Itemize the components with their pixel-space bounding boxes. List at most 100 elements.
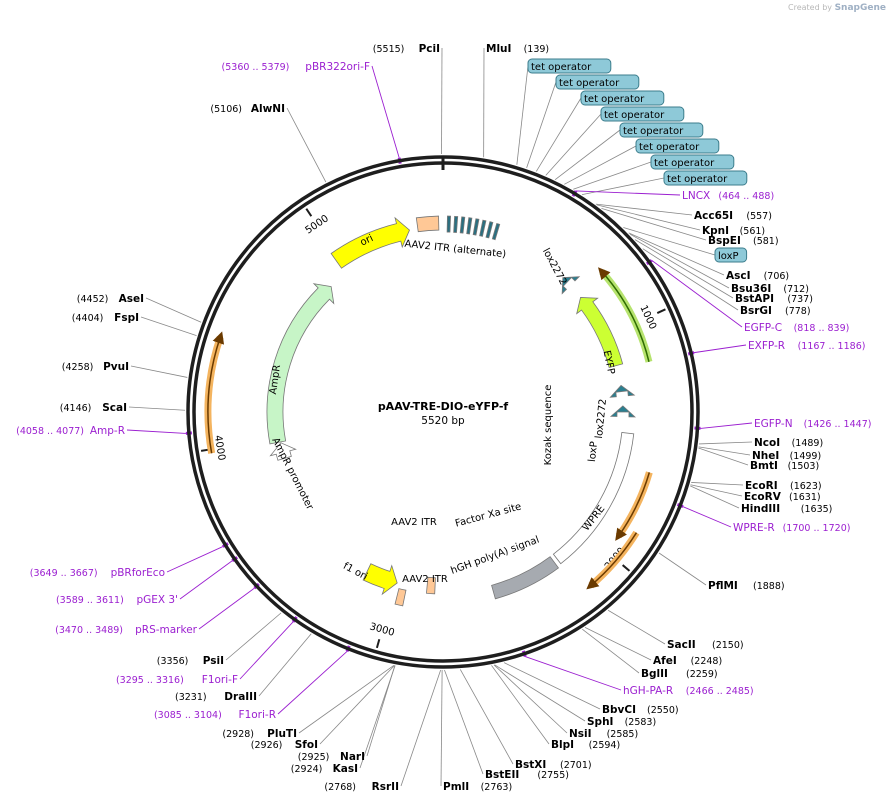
tet-operator-block [459,216,466,234]
site-pflmi[interactable]: PflMI(1888) [708,580,785,592]
site-bsu36i[interactable]: Bsu36I(712) [731,283,809,295]
primer-pbrforeco[interactable]: pBRforEco(3649 .. 3667) [30,567,165,579]
site-leader [145,297,202,323]
site-sacii[interactable]: SacII(2150) [667,639,744,651]
primer-hgh-pa-r[interactable]: hGH-PA-R(2466 .. 2485) [623,685,754,697]
site-name: SfoI [295,739,318,751]
primer-f1ori-f[interactable]: F1ori-F(3295 .. 3316) [116,674,238,686]
site-sphi[interactable]: SphI(2583) [587,716,656,728]
site-leader [286,107,327,183]
site-rsrii[interactable]: RsrII(2768) [324,781,399,793]
site-name: PciI [419,43,440,55]
primer-name: EXFP-R [748,340,785,352]
itr-bottom-box-2 [394,588,407,607]
site-bstxi[interactable]: BstXI(2701) [515,759,592,771]
site-name: EcoRI [745,480,778,492]
primer-exfp-r[interactable]: EXFP-R(1167 .. 1186) [748,340,865,352]
wpre-box [552,432,635,565]
site-bspei[interactable]: BspEI(581) [708,235,779,247]
site-name: FspI [114,312,139,324]
site-leader [698,447,749,466]
site-position: (706) [764,271,790,282]
created-by-text: Created by [788,3,833,12]
site-name: NcoI [754,437,780,449]
site-nhei[interactable]: NheI(1499) [752,450,821,462]
site-leader [691,482,744,486]
site-kpni[interactable]: KpnI(561) [702,225,765,237]
site-bbvci[interactable]: BbvCI(2550) [602,704,679,716]
site-kasi[interactable]: KasI(2924) [291,763,358,775]
site-name: BstAPI [735,293,774,305]
primer-egfp-n[interactable]: EGFP-N(1426 .. 1447) [754,418,871,430]
site-scai[interactable]: ScaI(4146) [60,402,127,414]
primer-pgex-3[interactable]: pGEX 3'(3589 .. 3611) [56,594,178,606]
site-ncoi[interactable]: NcoI (1489) [754,437,823,449]
primer-pbr322ori-f[interactable]: pBR322ori-F(5360 .. 5379) [222,61,370,73]
site-name: HindIII [741,503,780,515]
site-bsteii[interactable]: BstEII(2755) [485,769,569,781]
site-blpi[interactable]: BlpI(2594) [551,739,620,751]
site-position: (1635) [801,504,833,515]
site-name: AseI [119,293,144,305]
plasmid-size: 5520 bp [421,415,465,427]
loxp-label-leader [623,227,716,256]
snapgene-logo: SnapGene [834,3,886,13]
site-asei[interactable]: AseI(4452) [77,293,144,305]
site-nsii[interactable]: NsiI(2585) [569,728,638,740]
site-leader [601,208,707,241]
site-acc65i[interactable]: Acc65I(557) [694,210,772,222]
primer-leader [525,656,622,691]
site-leader [298,664,395,734]
site-ecorv[interactable]: EcoRV(1631) [744,491,821,503]
primer-lncx[interactable]: LNCX(464 .. 488) [682,190,774,202]
site-bsrgi[interactable]: BsrGI(778) [740,305,811,317]
site-psii[interactable]: PsiI(3356) [157,655,224,667]
site-name: Bsu36I [731,283,771,295]
primer-position: (4058 .. 4077) [16,426,84,437]
tick-label: 5000 [304,213,331,236]
site-hindiii[interactable]: HindIII (1635) [741,503,832,515]
site-ecori[interactable]: EcoRI(1623) [745,480,822,492]
primer-wpre-r[interactable]: WPRE-R (1700 .. 1720) [733,522,850,534]
site-leader [440,669,443,787]
tet-operator-label-box [619,122,704,138]
site-leader [582,628,640,674]
site-pcii[interactable]: PciI(5515) [373,43,440,55]
site-asci[interactable]: AscI(706) [726,270,789,282]
site-position: (2594) [589,740,621,751]
site-pmli[interactable]: PmlI(2763) [443,781,512,793]
site-sfoi[interactable]: SfoI(2926) [251,739,318,751]
primer-egfp-c[interactable]: EGFP-C(818 .. 839) [744,322,849,334]
primer-prs-marker[interactable]: pRS-marker(3470 .. 3489) [55,624,198,636]
tet-operator-label-box [635,138,720,154]
site-bglii[interactable]: BglII(2259) [641,668,718,680]
primer-leader [277,651,348,715]
site-mlui[interactable]: MluI(139) [486,43,549,55]
primer-name: WPRE-R [733,522,775,534]
primer-f1ori-r[interactable]: F1ori-R(3085 .. 3104) [154,709,276,721]
lox2272-arrow [561,276,581,295]
primer-position: (1700 .. 1720) [783,523,851,534]
site-leader [596,204,701,231]
site-draiii[interactable]: DraIII(3231) [175,691,257,703]
ori-label: ori [359,233,376,249]
primer-name: pGEX 3' [136,594,178,606]
primer-amp-r[interactable]: Amp-R(4058 .. 4077) [16,425,125,437]
kozak-label: Kozak sequence [543,385,554,466]
site-leader [634,239,734,299]
site-leader [130,365,188,378]
site-name: BbvCI [602,704,636,716]
site-position: (1489) [792,438,824,449]
site-nari[interactable]: NarI(2925) [298,751,365,763]
site-bstapi[interactable]: BstAPI(737) [735,293,813,305]
site-fspi[interactable]: FspI(4404) [72,312,139,324]
site-name: MluI [486,43,511,55]
site-afei[interactable]: AfeI(2248) [653,655,722,667]
site-pvui[interactable]: PvuI(4258) [62,361,129,373]
site-pluti[interactable]: PluTI(2928) [222,728,297,740]
site-bmti[interactable]: BmtI(1503) [750,460,819,472]
site-alwni[interactable]: AlwNI(5106) [210,103,285,115]
site-name: BstEII [485,769,519,781]
site-name: AfeI [653,655,677,667]
site-name: SacII [667,639,696,651]
